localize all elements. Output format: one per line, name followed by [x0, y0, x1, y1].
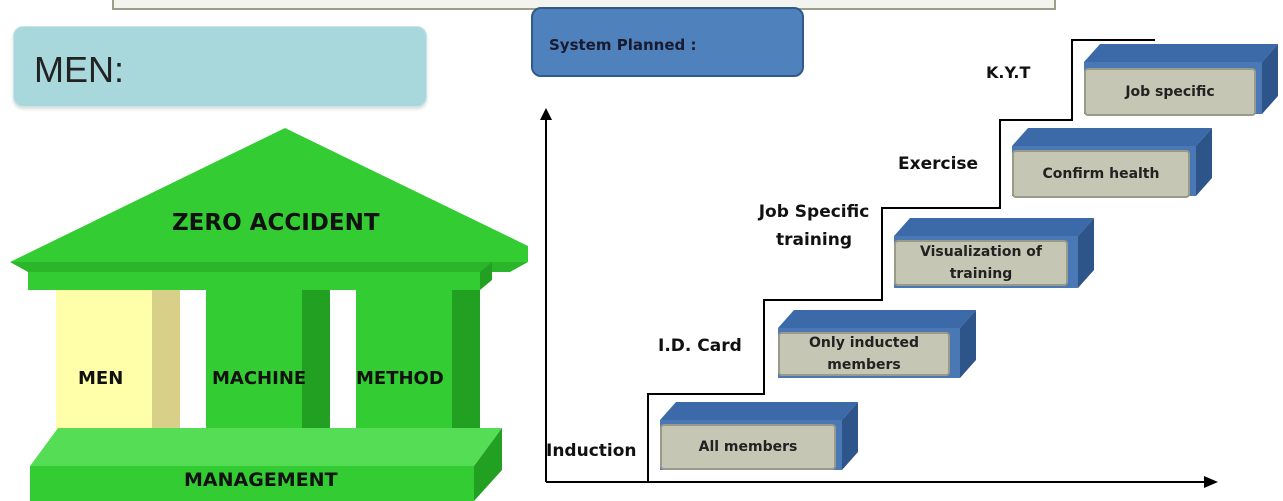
system-planned-box: System Planned : — [531, 7, 804, 77]
pillar-machine-side — [302, 290, 330, 466]
step-box-3-top — [894, 218, 1094, 236]
men-heading-box: MEN: — [13, 26, 427, 107]
step-box-1-side — [842, 402, 858, 470]
temple-roof-shade — [10, 262, 528, 272]
x-axis-arrow — [1204, 476, 1218, 488]
step-box-1-label: All members — [660, 424, 836, 470]
temple-roof-label: ZERO ACCIDENT — [172, 210, 380, 236]
step-label-id-card: I.D. Card — [658, 336, 742, 356]
step-box-4-side — [1196, 128, 1212, 196]
step-box-2-label: Only inducted members — [778, 332, 950, 376]
men-heading: MEN: — [34, 49, 124, 90]
step-label-induction: Induction — [546, 441, 637, 461]
pillar-men-label: MEN — [78, 368, 124, 389]
pillar-machine-label: MACHINE — [212, 368, 307, 389]
step-label-exercise: Exercise — [898, 154, 979, 174]
step-box-5-top — [1084, 44, 1278, 62]
step-label-kyt: K.Y.T — [986, 63, 1031, 82]
step-box-5-side — [1262, 44, 1278, 114]
step-box-2-side — [960, 310, 976, 378]
pillar-method-label: METHOD — [356, 368, 444, 389]
step-box-1-top — [660, 402, 858, 420]
temple-diagram — [10, 128, 528, 501]
staircase-line — [647, 39, 1155, 482]
step-box-4-top — [1012, 128, 1212, 146]
temple-beam-side — [480, 262, 492, 290]
temple-roof — [10, 128, 528, 262]
step-box-2-top — [778, 310, 976, 328]
temple-base-side — [474, 428, 502, 501]
step-label-job-specific-training: Job Specific training — [758, 202, 870, 250]
temple-base-top — [30, 428, 502, 466]
temple-base — [30, 466, 474, 501]
y-axis-arrow — [540, 108, 552, 120]
system-planned-heading: System Planned : — [549, 36, 697, 54]
step-box-4-label: Confirm health — [1012, 150, 1190, 198]
step-box-5-label: Job specific — [1084, 68, 1256, 116]
step-box-3-label: Visualization of training — [894, 240, 1068, 286]
pillar-men-side — [152, 290, 180, 466]
temple-base-label: MANAGEMENT — [184, 469, 338, 491]
pillar-method-side — [452, 290, 480, 466]
temple-beam — [28, 272, 480, 290]
step-box-3-side — [1078, 218, 1094, 288]
